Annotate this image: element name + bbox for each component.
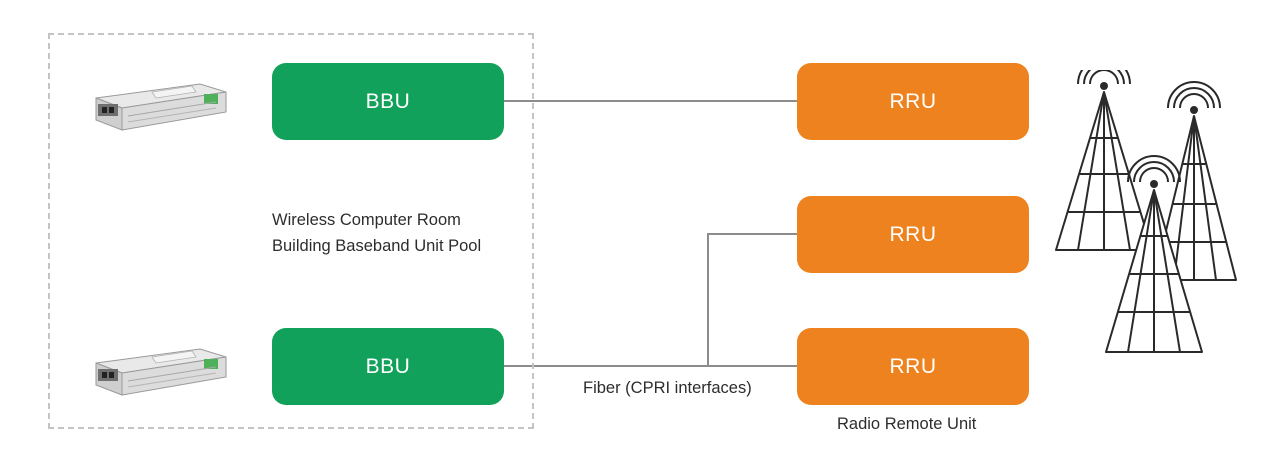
link-branch-rru2 (707, 233, 797, 366)
cell-tower-icon (1105, 155, 1203, 353)
cell-tower-icon (1055, 70, 1153, 251)
cell-tower-icon (1153, 81, 1237, 281)
sfp-transceiver-icon (95, 83, 227, 131)
pool-caption-line1: Wireless Computer Room (272, 211, 461, 229)
bbu-box: BBU (272, 328, 504, 405)
rru-box: RRU (797, 63, 1029, 140)
baseband-unit-pool (48, 33, 534, 429)
rru-label: RRU (889, 222, 937, 246)
bbu-label: BBU (365, 354, 411, 378)
rru-box: RRU (797, 328, 1029, 405)
rru-label: RRU (889, 354, 937, 378)
bbu-label: BBU (365, 89, 411, 113)
fiber-label: Fiber (CPRI interfaces) (583, 379, 752, 397)
rru-label: RRU (889, 89, 937, 113)
rru-box: RRU (797, 196, 1029, 273)
bbu-box: BBU (272, 63, 504, 140)
sfp-transceiver-icon (95, 348, 227, 396)
pool-caption-line2: Building Baseband Unit Pool (272, 237, 482, 255)
rru-caption: Radio Remote Unit (837, 415, 977, 433)
cell-towers (1055, 70, 1237, 353)
pool-caption: Wireless Computer Room Building Baseband… (272, 207, 481, 259)
